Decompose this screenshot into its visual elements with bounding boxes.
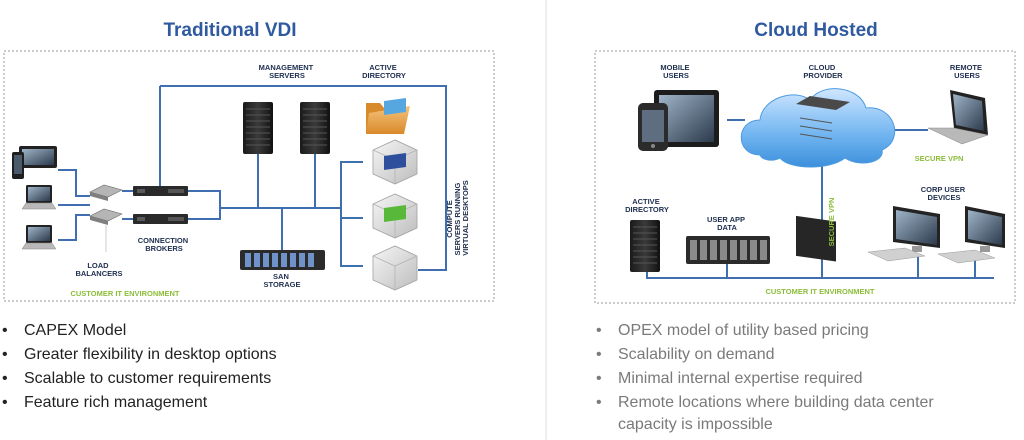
left-tablet-icon (12, 146, 57, 179)
remote-users-label: REMOTE USERS (950, 63, 984, 80)
compute-servers-label: COMPUTE SERVERS RUNNING VIRTUAL DESKTOPS (445, 180, 470, 256)
user-app-data-storage-icon (686, 236, 770, 264)
left-environment-label: CUSTOMER IT ENVIRONMENT (70, 289, 179, 298)
left-environment-border (3, 50, 495, 302)
left-connection-lines (58, 85, 447, 271)
remote-laptop-icon (927, 90, 989, 145)
corp-desktop-icon-1 (867, 206, 940, 262)
san-storage-icon (240, 250, 325, 270)
svg-text:COMPUTE SERVERS RUNNING: COMPUTE SERVERS RUNNING VIRTUAL DESKTOPS (445, 180, 470, 256)
left-laptop-icon-2 (21, 224, 57, 250)
right-bullet-item: OPEX model of utility based pricing (596, 320, 986, 344)
mobile-tablet-icon (654, 90, 719, 147)
load-balancer-icon-1 (89, 184, 123, 201)
right-active-directory-rack-icon (629, 219, 661, 273)
left-bullet-item: CAPEX Model (2, 320, 522, 344)
right-bullet-item: Minimal internal expertise required (596, 368, 986, 392)
panel-divider (545, 0, 547, 440)
compute-server-icon-2 (372, 152, 418, 239)
management-server-icon-2 (299, 101, 331, 155)
san-storage-label: SAN STORAGE (264, 272, 301, 289)
corp-desktop-icon-2 (937, 206, 1005, 264)
left-laptop-icon-1 (21, 184, 57, 210)
left-bullet-item: Feature rich management (2, 392, 522, 416)
mobile-users-label: MOBILE USERS (660, 63, 691, 80)
right-bullet-item: Scalability on demand (596, 344, 986, 368)
right-active-directory-label: ACTIVE DIRECTORY (625, 197, 669, 214)
load-balancers-label: LOAD BALANCERS (75, 261, 122, 278)
right-bullet-item: Remote locations where building data cen… (596, 392, 986, 436)
right-environment-border (594, 50, 1016, 304)
secure-vpn-vertical-label: SECURE VPN (827, 198, 836, 247)
secure-vpn-horizontal-label: SECURE VPN (915, 154, 964, 163)
user-app-data-label: USER APP DATA (707, 215, 747, 232)
compute-server-icon-3 (372, 204, 418, 291)
corp-user-devices-label: CORP USER DEVICES (921, 185, 968, 202)
management-server-icon-1 (242, 101, 274, 155)
left-panel-title: Traditional VDI (163, 20, 297, 41)
left-bullet-item: Scalable to customer requirements (2, 368, 522, 392)
right-bullet-list: OPEX model of utility based pricing Scal… (596, 320, 986, 436)
connection-broker-icon-2 (133, 214, 188, 224)
left-bullet-item: Greater flexibility in desktop options (2, 344, 522, 368)
connection-brokers-label: CONNECTION BROKERS (138, 236, 191, 253)
left-active-directory-label: ACTIVE DIRECTORY (362, 63, 406, 80)
cloud-icon (740, 88, 896, 262)
right-environment-label: CUSTOMER IT ENVIRONMENT (765, 287, 874, 296)
left-bullet-list: CAPEX Model Greater flexibility in deskt… (2, 320, 522, 416)
load-balancer-icon-2 (89, 208, 123, 225)
connection-broker-icon-1 (133, 186, 188, 196)
mobile-phone-icon (638, 103, 668, 151)
cloud-provider-label: CLOUD PROVIDER (803, 63, 843, 80)
right-panel-title: Cloud Hosted (754, 20, 878, 41)
management-servers-label: MANAGEMENT SERVERS (259, 63, 316, 80)
compute-server-icon-1 (372, 97, 418, 185)
